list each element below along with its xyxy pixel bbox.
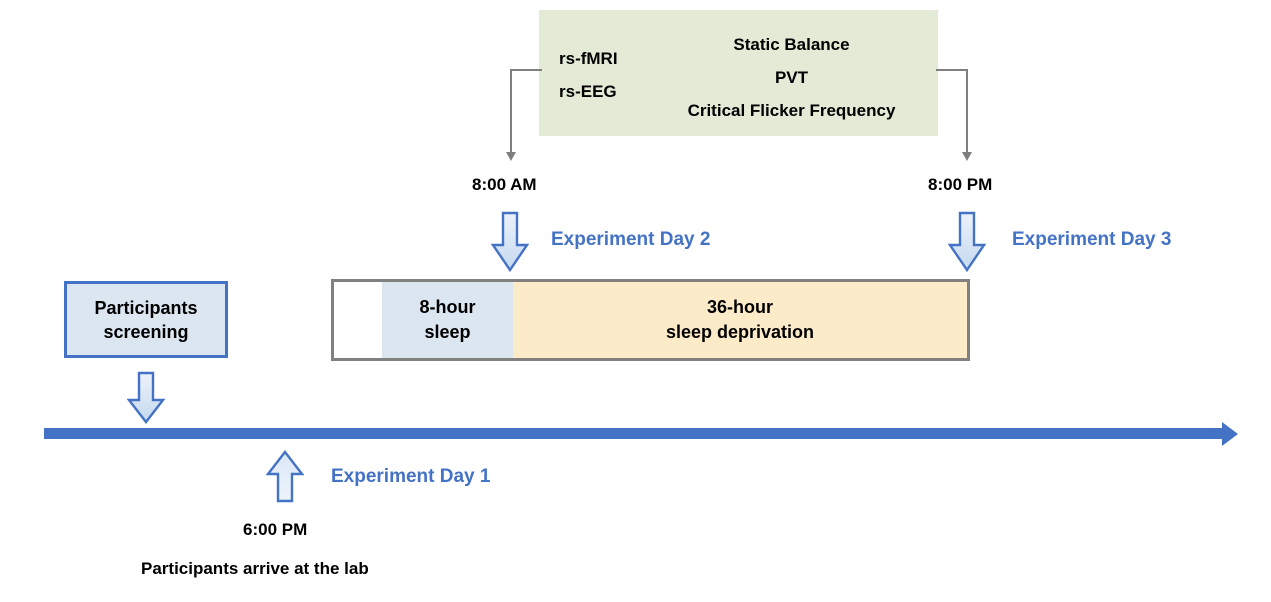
protocol-segment-baseline [334, 282, 382, 358]
screening-down-arrow-icon [127, 371, 165, 425]
sleep-duration: 8-hour [419, 297, 476, 317]
assessment-behavioral-group: Static Balance PVT Critical Flicker Freq… [649, 28, 934, 127]
screening-line-1: Participants [94, 297, 198, 318]
day3-down-arrow-icon [948, 211, 986, 273]
protocol-bar: 8-hour sleep 36-hour sleep deprivation [331, 279, 970, 361]
protocol-segment-sleep: 8-hour sleep [382, 282, 513, 358]
sleep-word: sleep [424, 322, 471, 342]
day2-down-arrow-icon [491, 211, 529, 273]
left-bracket-horizontal [510, 69, 542, 71]
left-bracket-arrowhead-icon [506, 152, 516, 161]
assessment-item-static-balance: Static Balance [733, 35, 850, 54]
protocol-segment-deprivation-text: 36-hour sleep deprivation [666, 295, 814, 345]
assessment-neuroimaging-group: rs-fMRI rs-EEG [559, 42, 699, 108]
assessment-item-rs-eeg: rs-EEG [559, 82, 617, 101]
assessment-item-critical-flicker-frequency: Critical Flicker Frequency [687, 101, 896, 120]
main-timeline-line [44, 428, 1224, 439]
participants-screening-box: Participants screening [64, 281, 228, 358]
left-bracket-vertical [510, 69, 512, 153]
protocol-segment-sleep-text: 8-hour sleep [420, 295, 476, 345]
screening-box-text: Participants screening [94, 296, 197, 344]
assessment-item-rs-fmri: rs-fMRI [559, 49, 618, 68]
deprivation-word: sleep deprivation [665, 322, 815, 342]
day1-label: Experiment Day 1 [331, 466, 491, 487]
assessment-panel: rs-fMRI rs-EEG Static Balance PVT Critic… [539, 10, 938, 136]
right-bracket-horizontal [936, 69, 968, 71]
main-timeline-arrowhead-icon [1222, 422, 1238, 446]
arrival-note-caption: Participants arrive at the lab [141, 559, 369, 578]
day3-label: Experiment Day 3 [1012, 229, 1172, 250]
assessment-item-pvt: PVT [774, 68, 809, 87]
time-label-morning: 8:00 AM [472, 175, 537, 194]
day2-label: Experiment Day 2 [551, 229, 711, 250]
screening-line-2: screening [103, 321, 189, 342]
right-bracket-arrowhead-icon [962, 152, 972, 161]
time-label-evening: 8:00 PM [928, 175, 993, 194]
protocol-segment-sleep-deprivation: 36-hour sleep deprivation [513, 282, 967, 358]
right-bracket-vertical [966, 69, 968, 153]
deprivation-duration: 36-hour [706, 297, 773, 317]
time-label-arrival: 6:00 PM [243, 520, 308, 539]
day1-up-arrow-icon [266, 450, 304, 504]
